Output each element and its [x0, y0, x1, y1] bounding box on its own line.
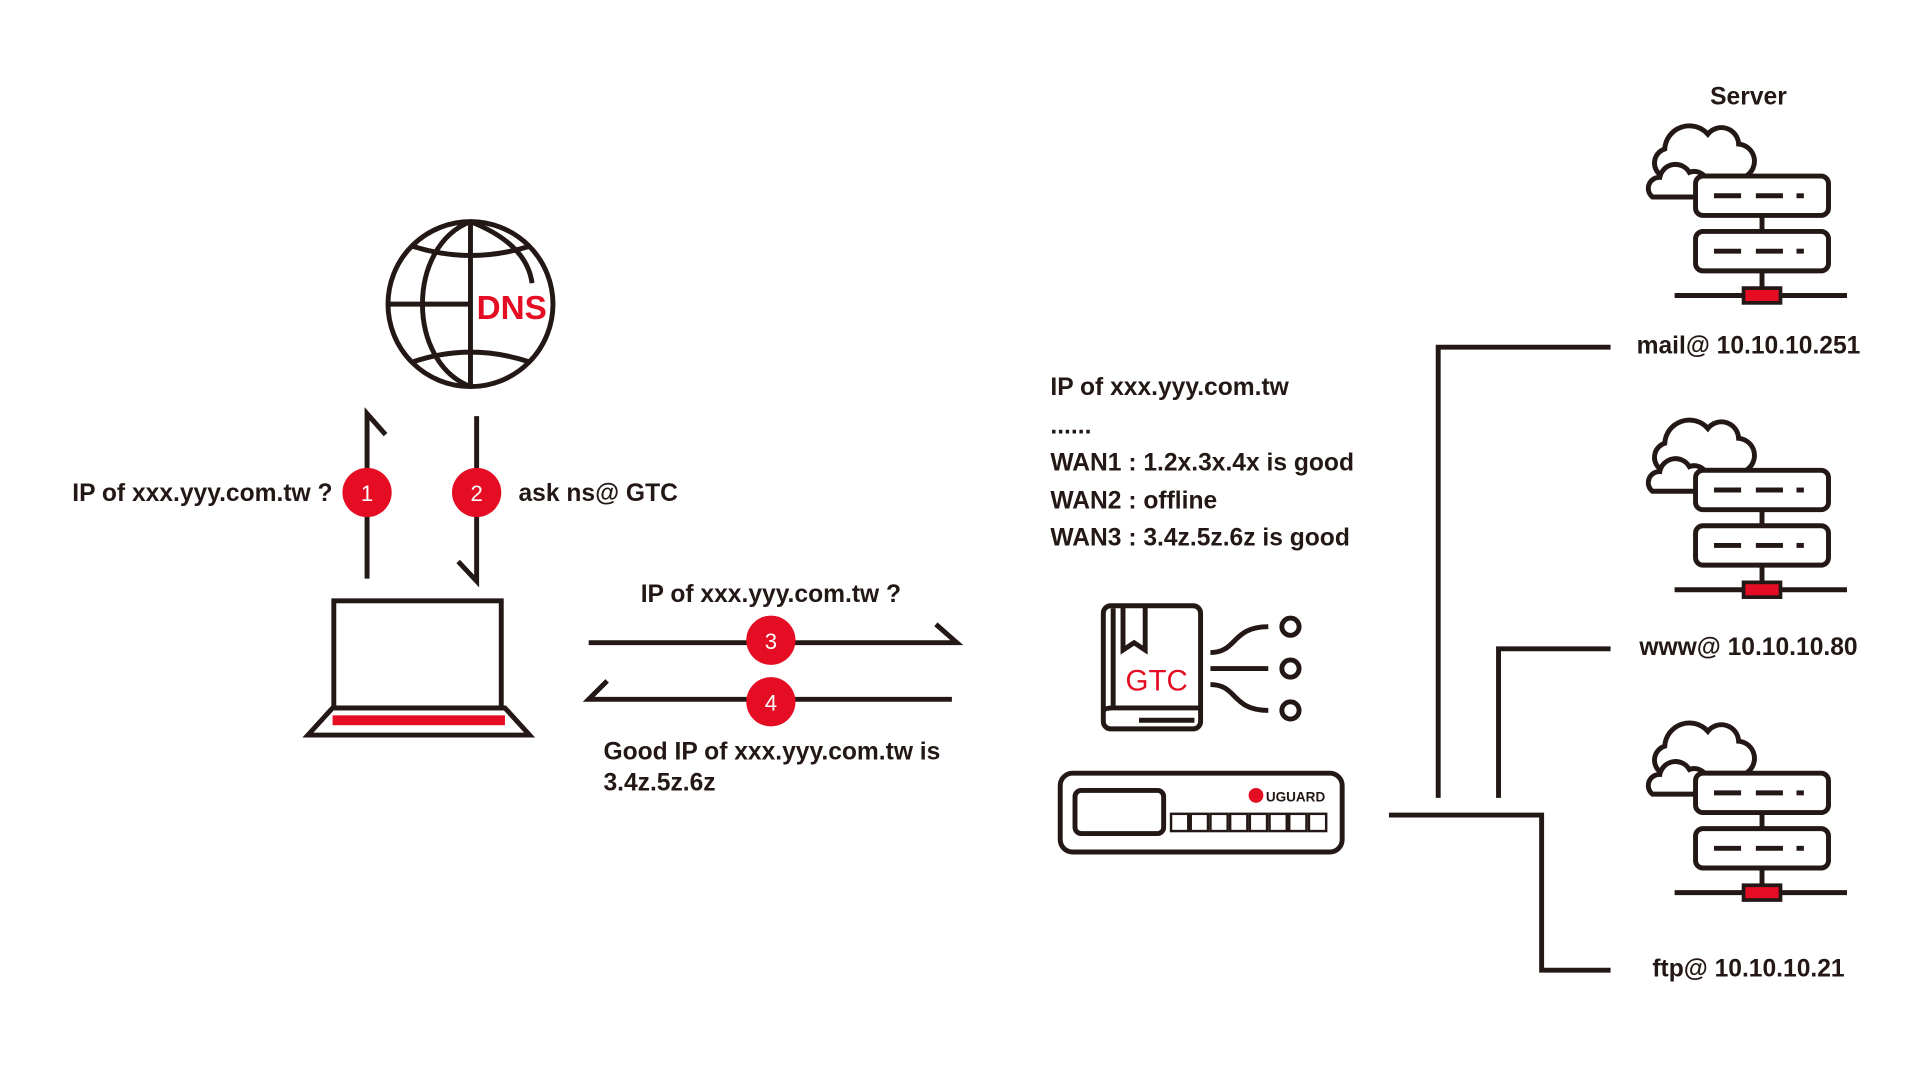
step-3-label: IP of xxx.yyy.com.tw ?: [641, 581, 901, 608]
server-icon: [1648, 723, 1847, 900]
arrow-up: [364, 407, 388, 579]
gtc-line: WAN1 : 1.2x.3x.4x is good: [1050, 449, 1354, 476]
gtc-line: ......: [1050, 412, 1091, 439]
step-4-label-line2: 3.4z.5z.6z: [603, 769, 715, 796]
globe-icon: DNS: [385, 219, 556, 390]
server-icon: [1648, 126, 1847, 303]
step-badge-2: 2: [452, 467, 502, 518]
svg-text:1: 1: [361, 481, 373, 506]
gtc-line: IP of xxx.yyy.com.tw: [1050, 374, 1289, 401]
brand-logo: UGUARD: [1266, 790, 1326, 805]
gtc-book-label: GTC: [1125, 665, 1187, 698]
step-badge-4: 4: [746, 677, 796, 727]
svg-text:2: 2: [470, 481, 482, 506]
servers-title: Server: [1710, 84, 1787, 111]
laptop-icon: [302, 598, 536, 738]
step-1-label: IP of xxx.yyy.com.tw ?: [72, 480, 332, 507]
link-ftp: [1388, 812, 1611, 973]
arrow-right: [588, 622, 964, 646]
step-2-label: ask ns@ GTC: [518, 480, 678, 507]
svg-text:4: 4: [765, 690, 777, 715]
step-badge-1: 1: [342, 467, 392, 518]
svg-text:3: 3: [765, 629, 777, 654]
step-badge-3: 3: [746, 615, 796, 665]
dns-label: DNS: [477, 290, 547, 327]
gtc-line: WAN2 : offline: [1050, 487, 1217, 514]
book-icon: GTC: [1100, 603, 1302, 732]
link-mail: [1435, 344, 1611, 798]
gtc-line: WAN3 : 3.4z.5z.6z is good: [1050, 524, 1349, 551]
arrow-left: [582, 679, 952, 702]
server-label-mail: mail@ 10.10.10.251: [1637, 332, 1861, 359]
step-4-label-line1: Good IP of xxx.yyy.com.tw is: [603, 739, 940, 766]
uguard-device-icon: UGUARD: [1057, 770, 1345, 855]
server-label-www: www@ 10.10.10.80: [1638, 634, 1857, 661]
link-www: [1496, 646, 1611, 798]
server-label-ftp: ftp@ 10.10.10.21: [1652, 955, 1844, 982]
server-icon: [1648, 420, 1847, 597]
